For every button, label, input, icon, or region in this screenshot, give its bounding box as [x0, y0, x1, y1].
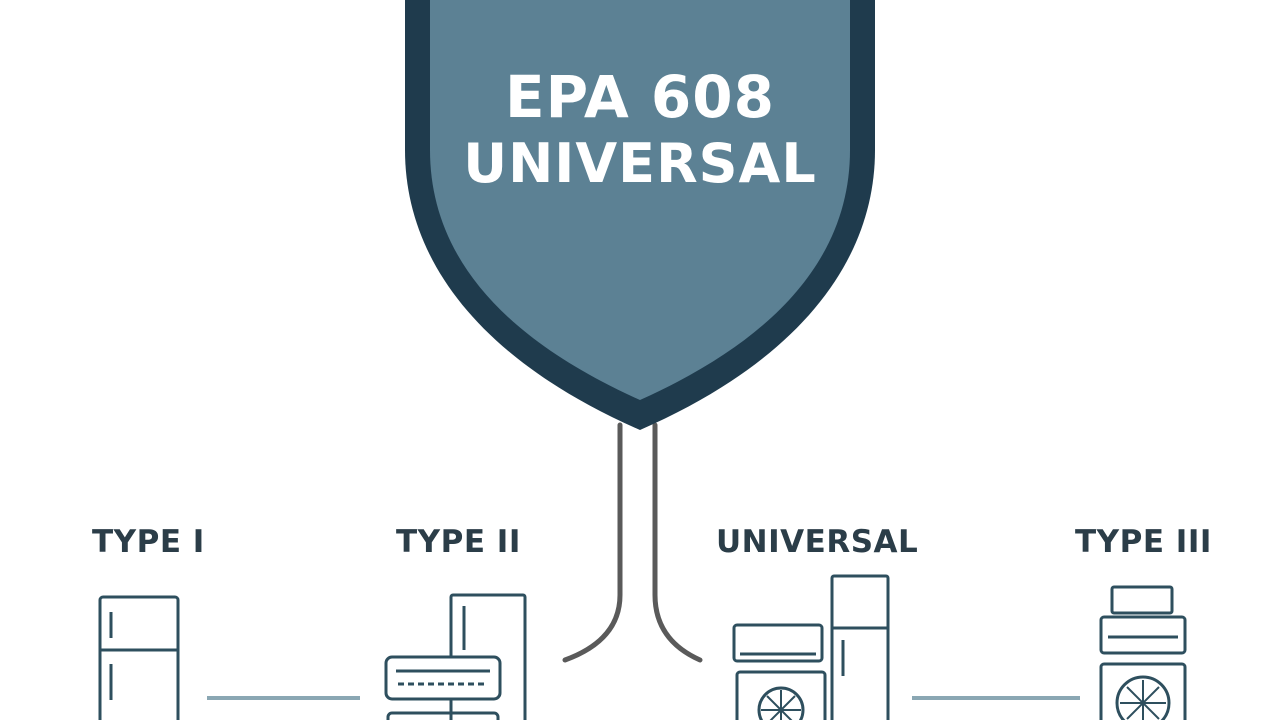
chiller-icon [1099, 585, 1187, 724]
category-label-type-iii: TYPE III [1075, 524, 1212, 560]
shield-title-line1: EPA 608 [505, 63, 775, 131]
connector-left [562, 422, 623, 663]
connector-right [652, 422, 703, 663]
appliances-icon [732, 574, 890, 724]
air-conditioner-icon [384, 593, 527, 724]
shield-face [430, 0, 850, 400]
refrigerator-icon [98, 595, 180, 724]
category-label-universal: UNIVERSAL [716, 524, 919, 560]
shield-connector [562, 422, 703, 663]
shield-badge [405, 0, 875, 430]
category-label-type-i: TYPE I [92, 524, 205, 560]
category-label-type-ii: TYPE II [396, 524, 521, 560]
shield-title-line2: UNIVERSAL [463, 132, 817, 195]
